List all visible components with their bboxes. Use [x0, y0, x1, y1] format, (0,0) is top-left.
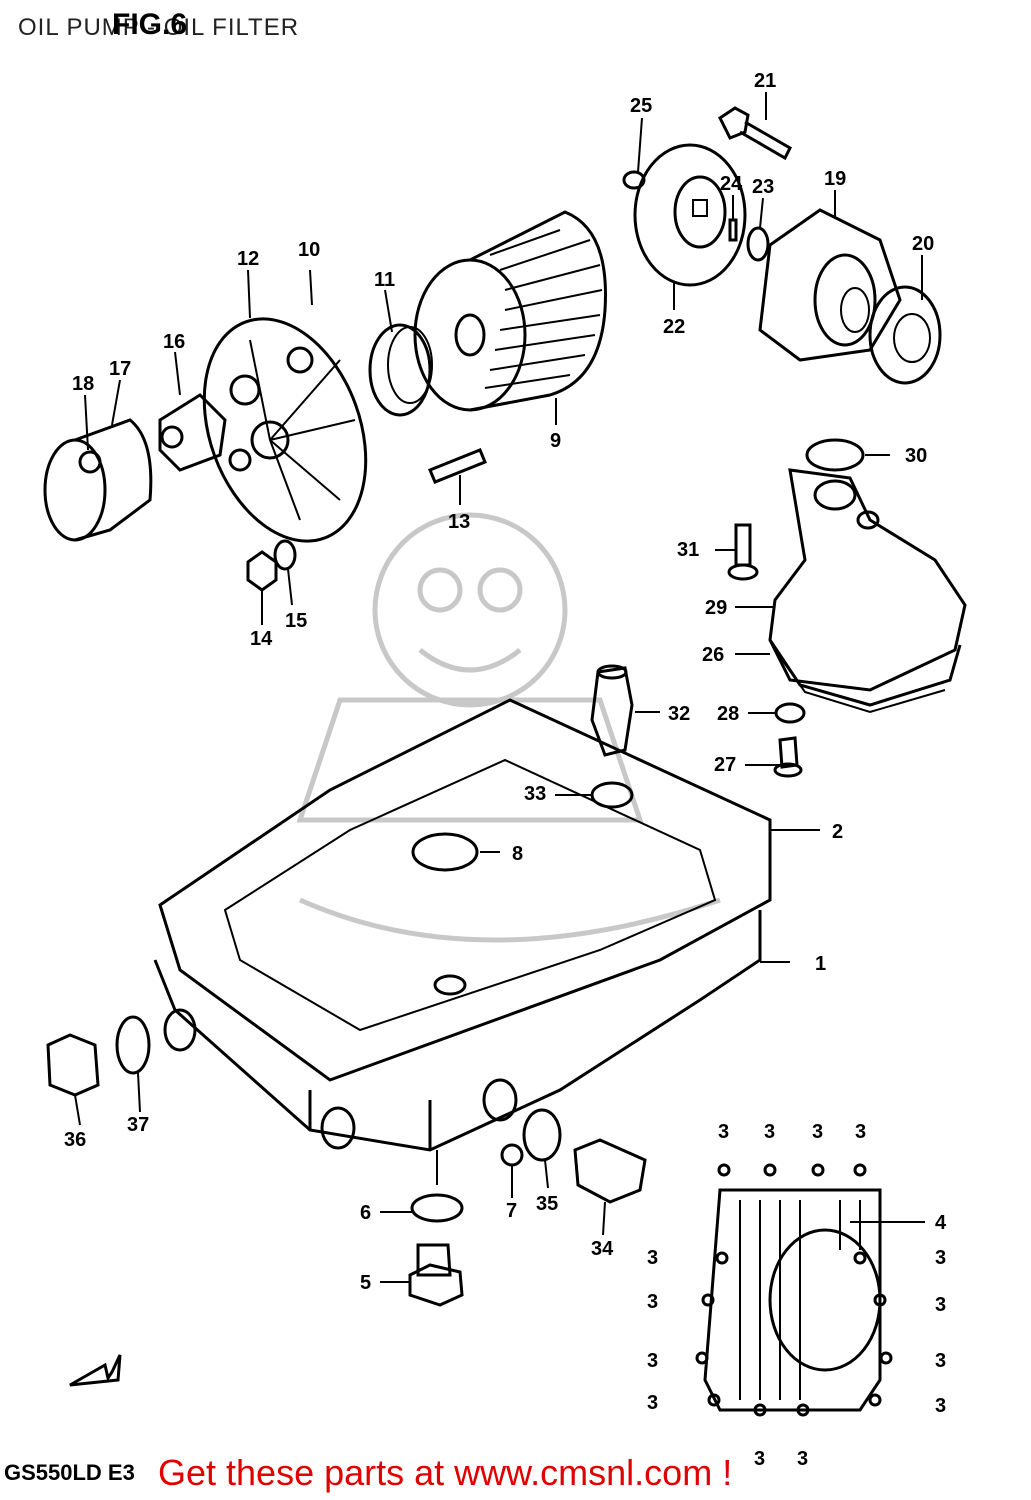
callout-10: 10 — [298, 239, 320, 261]
plug-36 — [46, 1033, 100, 1097]
callout-20: 20 — [912, 233, 934, 255]
callout-28: 28 — [717, 703, 739, 725]
oil-pump-19 — [758, 208, 902, 362]
callout-5: 5 — [360, 1272, 371, 1294]
callout-1: 1 — [815, 953, 826, 975]
callout-30: 30 — [905, 445, 927, 467]
o-ring-33 — [590, 781, 634, 809]
callout-12: 12 — [237, 248, 259, 270]
o-ring-8 — [411, 832, 479, 872]
callout-9: 9 — [550, 430, 561, 452]
callout-17: 17 — [109, 358, 131, 380]
callout-3: 3 — [935, 1294, 946, 1316]
callout-4: 4 — [935, 1212, 947, 1234]
callout-37: 37 — [127, 1114, 149, 1136]
callout-14: 14 — [250, 628, 273, 650]
callout-labels: 1 2 3 3 3 3 3 3 3 3 3 3 3 3 3 3 4 5 6 7 … — [64, 70, 947, 1470]
callout-22: 22 — [663, 316, 685, 338]
gasket-20 — [868, 285, 942, 385]
callout-29: 29 — [705, 597, 727, 619]
callout-18: 18 — [72, 373, 94, 395]
callout-3: 3 — [855, 1121, 866, 1143]
callout-3: 3 — [935, 1247, 946, 1269]
callout-31: 31 — [677, 539, 699, 561]
oil-pressure-switch-32 — [590, 664, 634, 757]
gasket-26 — [768, 639, 962, 714]
callout-3: 3 — [935, 1350, 946, 1372]
plug-34 — [573, 1138, 647, 1204]
promo-link[interactable]: Get these parts at www.cmsnl.com ! — [158, 1452, 733, 1493]
callout-3: 3 — [754, 1448, 765, 1470]
plug-7 — [500, 1143, 524, 1167]
stud-13 — [428, 448, 487, 484]
callout-32: 32 — [668, 703, 690, 725]
callout-7: 7 — [506, 1200, 517, 1222]
washer-23 — [746, 226, 770, 262]
circlip-25 — [622, 170, 646, 190]
callout-36: 36 — [64, 1129, 86, 1151]
oil-filter-element-9 — [413, 210, 607, 412]
callout-19: 19 — [824, 168, 846, 190]
callout-13: 13 — [448, 511, 470, 533]
callout-34: 34 — [591, 1238, 614, 1260]
gasket-35 — [522, 1108, 562, 1162]
callout-16: 16 — [163, 331, 185, 353]
callout-3: 3 — [647, 1291, 658, 1313]
page-title: OIL PUMP - OIL FILTER — [18, 14, 300, 41]
callout-6: 6 — [360, 1202, 371, 1224]
o-ring-11 — [368, 323, 433, 417]
callout-3: 3 — [797, 1448, 808, 1470]
callout-3: 3 — [935, 1395, 946, 1417]
gasket-37 — [115, 1015, 151, 1075]
callout-24: 24 — [720, 173, 743, 195]
oil-filter-cap-18 — [43, 418, 153, 542]
callout-35: 35 — [536, 1193, 558, 1215]
o-ring-30 — [805, 438, 865, 472]
nut-14 — [246, 550, 278, 592]
washer-6 — [410, 1193, 464, 1223]
washer-28 — [774, 702, 806, 724]
callout-3: 3 — [647, 1350, 658, 1372]
callout-8: 8 — [512, 843, 523, 865]
callout-3: 3 — [647, 1247, 658, 1269]
callout-21: 21 — [754, 70, 776, 92]
oil-pan-1 — [153, 910, 762, 1152]
callout-3: 3 — [647, 1392, 658, 1414]
bolt-21 — [718, 106, 792, 161]
callout-27: 27 — [714, 754, 736, 776]
callout-23: 23 — [752, 176, 774, 198]
watermark-logo — [296, 512, 721, 943]
figure-label: FIG.6 — [112, 8, 188, 41]
model-code: GS550LD E3 — [4, 1460, 135, 1485]
drain-plug-5 — [408, 1243, 464, 1307]
callout-15: 15 — [285, 610, 307, 632]
pin-24 — [728, 218, 738, 242]
leader-lines — [74, 92, 925, 1283]
oil-pan-gasket-2 — [158, 698, 772, 1082]
gear-22 — [633, 143, 747, 287]
washer-15 — [273, 539, 297, 571]
bolt-27 — [773, 736, 803, 778]
callout-11: 11 — [374, 269, 395, 291]
callout-2: 2 — [832, 821, 843, 843]
forward-arrow-icon — [69, 1354, 122, 1387]
callout-3: 3 — [764, 1121, 775, 1143]
callout-25: 25 — [630, 95, 652, 117]
callout-26: 26 — [702, 644, 724, 666]
bolt-31 — [727, 523, 759, 581]
filter-cover-12 — [202, 317, 368, 543]
oil-strainer-29 — [768, 468, 967, 692]
fitting-16 — [158, 393, 227, 472]
callout-33: 33 — [524, 783, 546, 805]
oil-pan-bottom-view — [695, 1163, 893, 1417]
callout-3: 3 — [718, 1121, 729, 1143]
callout-3: 3 — [812, 1121, 823, 1143]
